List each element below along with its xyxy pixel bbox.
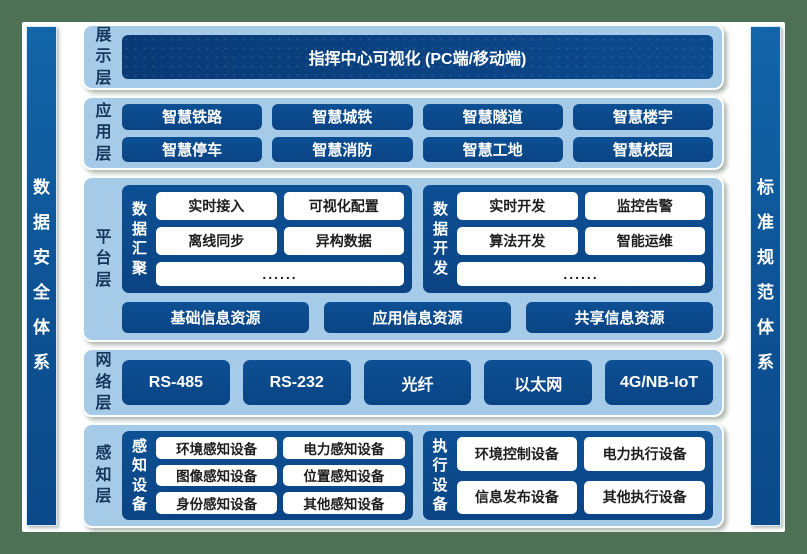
capability-box: 智能运维 (584, 227, 705, 255)
platform-layer-label: 平台层 (95, 228, 112, 289)
device-box: 其他执行设备 (584, 480, 705, 514)
device-box: 环境控制设备 (456, 437, 578, 471)
capability-box: 离线同步 (156, 227, 277, 255)
app-box: 智慧停车 (122, 136, 263, 162)
platform-layer-content: 数据汇聚 实时接入 可视化配置 离线同步 异构数据 ...... 数据开发 (122, 182, 713, 336)
device-box: 图像感知设备 (156, 464, 278, 487)
diagram-canvas: 数据安全体系 标准规范体系 展示层 指挥中心可视化 (PC端/移动端) 应用层 … (22, 22, 785, 532)
group-sensing-devices-grid: 环境感知设备 电力感知设备 图像感知设备 位置感知设备 身份感知设备 其他感知设… (156, 437, 405, 514)
app-box: 智慧消防 (272, 136, 413, 162)
capability-box: 异构数据 (283, 227, 404, 255)
capability-box: 监控告警 (584, 192, 705, 220)
capability-box: 实时接入 (156, 192, 277, 220)
display-layer-label: 展示层 (95, 26, 112, 87)
group-sensing-devices-title: 感知设备 (131, 437, 147, 514)
resource-box: 基础信息资源 (122, 302, 309, 333)
command-center-box: 指挥中心可视化 (PC端/移动端) (122, 35, 713, 79)
capability-more-box: ...... (156, 262, 404, 286)
group-data-development: 数据开发 实时开发 监控告警 算法开发 智能运维 ...... (423, 185, 713, 293)
panel-perception-layer: 感知层 感知设备 环境感知设备 电力感知设备 图像感知设备 位置感知设备 身份感… (82, 423, 724, 528)
device-box: 电力感知设备 (283, 437, 405, 459)
app-box: 智慧工地 (422, 136, 563, 162)
capability-box: 可视化配置 (283, 192, 404, 220)
device-box: 其他感知设备 (283, 492, 405, 514)
group-execution-devices-grid: 环境控制设备 电力执行设备 信息发布设备 其他执行设备 (456, 437, 705, 514)
app-box: 智慧校园 (572, 136, 713, 162)
app-box: 智慧铁路 (122, 104, 263, 130)
group-execution-devices: 执行设备 环境控制设备 电力执行设备 信息发布设备 其他执行设备 (422, 431, 713, 520)
resource-box: 共享信息资源 (526, 302, 713, 333)
device-box: 身份感知设备 (156, 492, 278, 514)
panel-display-layer: 展示层 指挥中心可视化 (PC端/移动端) (82, 24, 724, 90)
app-box: 智慧城铁 (272, 104, 413, 130)
group-data-aggregation-grid: 实时接入 可视化配置 离线同步 异构数据 ...... (156, 192, 404, 286)
application-layer-content: 智慧铁路 智慧城铁 智慧隧道 智慧楼宇 智慧停车 智慧消防 智慧工地 智慧校园 (122, 102, 713, 164)
network-layer-content: RS-485 RS-232 光纤 以太网 4G/NB-IoT (122, 354, 713, 411)
group-data-development-title: 数据开发 (432, 201, 448, 277)
network-box: RS-232 (242, 360, 351, 405)
device-box: 电力执行设备 (584, 437, 705, 471)
device-box: 位置感知设备 (283, 464, 405, 487)
group-data-development-grid: 实时开发 监控告警 算法开发 智能运维 ...... (457, 192, 705, 286)
platform-resources: 基础信息资源 应用信息资源 共享信息资源 (122, 302, 713, 333)
group-sensing-devices: 感知设备 环境感知设备 电力感知设备 图像感知设备 位置感知设备 身份感知设备 … (122, 431, 413, 520)
device-box: 环境感知设备 (156, 437, 278, 459)
right-bar-standards: 标准规范体系 (750, 26, 781, 526)
network-box: 以太网 (484, 360, 593, 405)
panel-application-layer: 应用层 智慧铁路 智慧城铁 智慧隧道 智慧楼宇 智慧停车 智慧消防 智慧工地 智… (82, 96, 724, 170)
app-box: 智慧楼宇 (572, 104, 713, 130)
panel-platform-layer: 平台层 数据汇聚 实时接入 可视化配置 离线同步 异构数据 ...... (82, 176, 724, 342)
perception-layer-content: 感知设备 环境感知设备 电力感知设备 图像感知设备 位置感知设备 身份感知设备 … (122, 429, 713, 522)
platform-groups: 数据汇聚 实时接入 可视化配置 离线同步 异构数据 ...... 数据开发 (122, 185, 713, 293)
capability-box: 实时开发 (457, 192, 578, 220)
device-box: 信息发布设备 (456, 480, 578, 514)
capability-more-box: ...... (457, 262, 705, 286)
layer-stack: 展示层 指挥中心可视化 (PC端/移动端) 应用层 智慧铁路 智慧城铁 智慧隧道… (82, 24, 724, 528)
left-bar-data-security: 数据安全体系 (26, 26, 57, 526)
display-layer-content: 指挥中心可视化 (PC端/移动端) (122, 30, 713, 84)
perception-layer-label: 感知层 (95, 445, 112, 506)
network-layer-label: 网络层 (95, 352, 112, 413)
group-execution-devices-title: 执行设备 (432, 437, 448, 514)
application-layer-label: 应用层 (95, 102, 112, 163)
panel-network-layer: 网络层 RS-485 RS-232 光纤 以太网 4G/NB-IoT (82, 348, 724, 417)
resource-box: 应用信息资源 (324, 302, 511, 333)
app-box: 智慧隧道 (422, 104, 563, 130)
group-data-aggregation-title: 数据汇聚 (131, 201, 147, 277)
network-box: 光纤 (363, 360, 472, 405)
network-box: RS-485 (122, 360, 230, 405)
network-box: 4G/NB-IoT (605, 360, 713, 405)
group-data-aggregation: 数据汇聚 实时接入 可视化配置 离线同步 异构数据 ...... (122, 185, 412, 293)
capability-box: 算法开发 (457, 227, 578, 255)
